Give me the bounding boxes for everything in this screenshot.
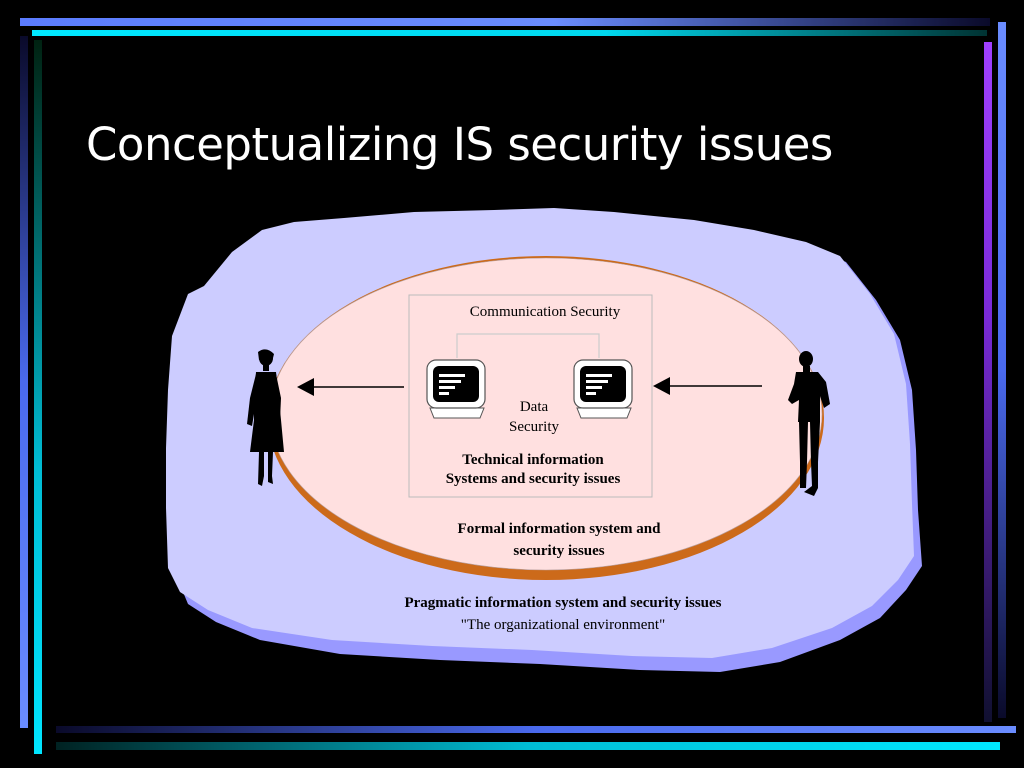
formal-line2: security issues	[414, 540, 704, 562]
pragmatic-system-label: Pragmatic information system and securit…	[340, 592, 786, 636]
communication-security-label: Communication Security	[440, 304, 650, 321]
technical-line1: Technical information	[412, 451, 654, 470]
data-security-label: Data Security	[494, 397, 574, 437]
technical-systems-label: Technical information Systems and securi…	[412, 451, 654, 489]
formal-line1: Formal information system and	[414, 518, 704, 540]
pragmatic-line2: "The organizational environment"	[340, 614, 786, 636]
technical-line2: Systems and security issues	[412, 470, 654, 489]
pragmatic-line1: Pragmatic information system and securit…	[340, 592, 786, 614]
data-security-line2: Security	[494, 417, 574, 437]
left-computer-icon	[427, 360, 485, 418]
right-computer-icon	[574, 360, 632, 418]
formal-system-label: Formal information system and security i…	[414, 518, 704, 562]
data-security-line1: Data	[494, 397, 574, 417]
